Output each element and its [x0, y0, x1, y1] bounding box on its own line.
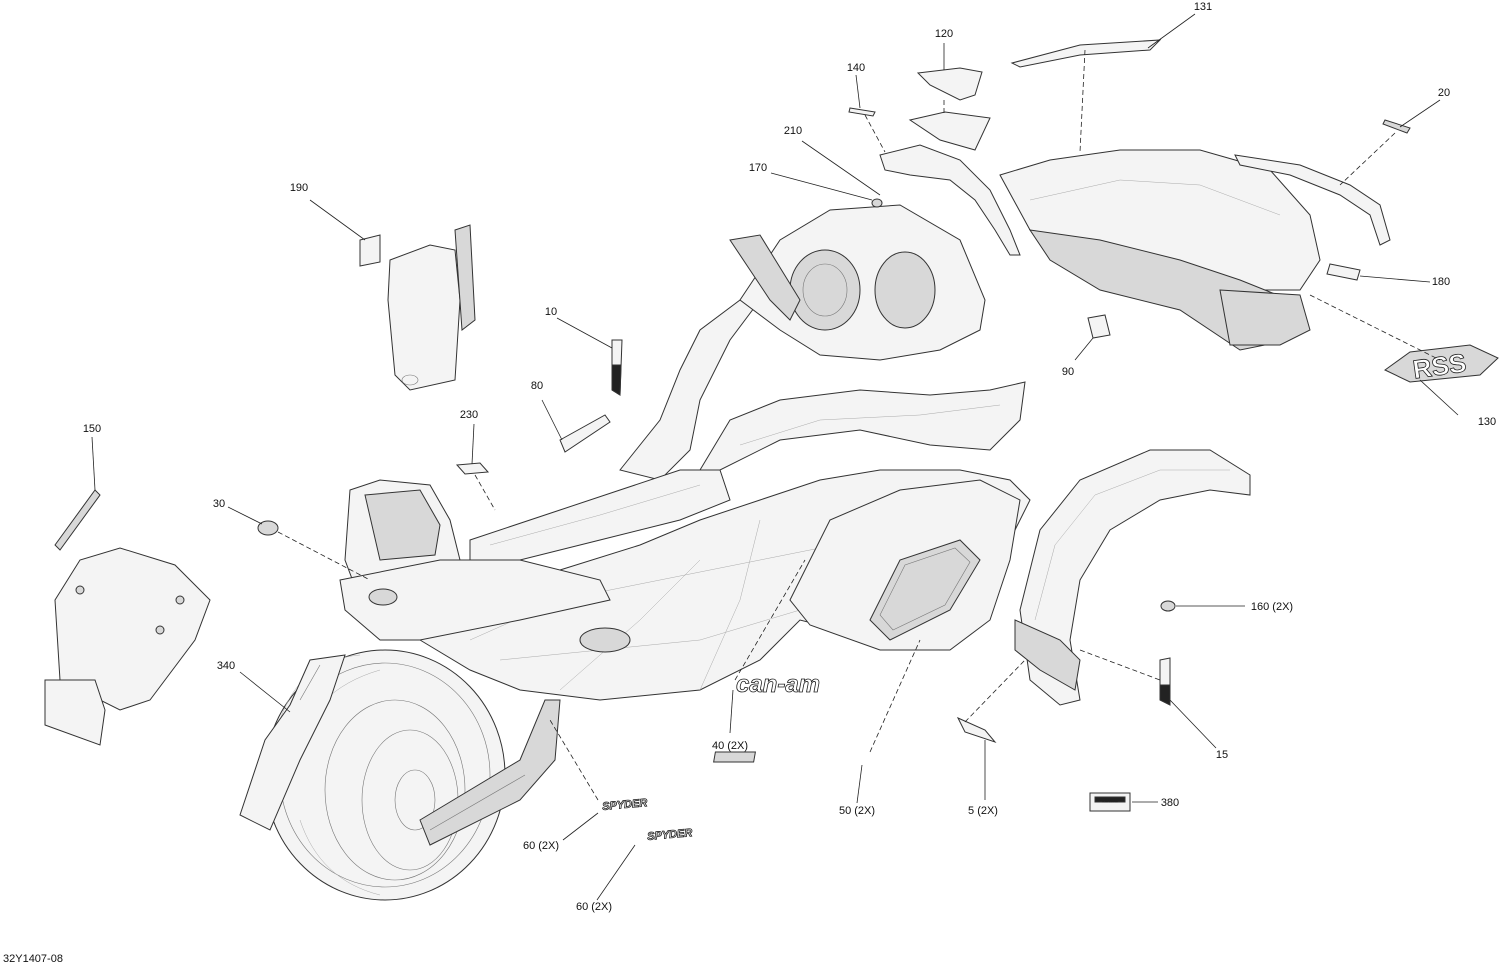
callout-160: 160 (2X) — [1251, 601, 1293, 613]
callout-40: 40 (2X) — [712, 740, 748, 752]
swing-arm — [419, 699, 561, 846]
decal-140 — [848, 107, 876, 117]
decal-130-rss: RSS — [1384, 344, 1499, 385]
decal-50 — [713, 751, 756, 763]
front-fender — [1014, 449, 1251, 706]
strip-150 — [54, 489, 101, 551]
side-panel — [789, 479, 1021, 651]
callout-150: 150 — [83, 423, 101, 435]
drawing-reference: 32Y1407-08 — [3, 953, 63, 965]
decal-80 — [559, 414, 611, 453]
decal-180 — [1326, 263, 1361, 281]
callout-90: 90 — [1062, 366, 1074, 378]
rear-mudguard — [239, 654, 346, 831]
callout-340: 340 — [217, 660, 235, 672]
decal-60a-text: SPYDER — [602, 797, 648, 813]
decal-380-text: NOTICE — [1102, 798, 1117, 803]
callout-60-b: 60 (2X) — [576, 901, 612, 913]
decal-170 — [871, 198, 883, 208]
callout-5: 5 (2X) — [968, 805, 998, 817]
callout-60-a: 60 (2X) — [523, 840, 559, 852]
decal-230 — [455, 462, 490, 475]
decal-15 — [1159, 657, 1171, 706]
callout-15: 15 — [1216, 749, 1228, 761]
decal-90 — [1087, 314, 1111, 339]
callout-131: 131 — [1194, 1, 1212, 13]
callout-230: 230 — [460, 409, 478, 421]
decal-10 — [611, 339, 623, 396]
decal-30 — [257, 520, 279, 536]
callout-120: 120 — [935, 28, 953, 40]
callout-50: 50 (2X) — [839, 805, 875, 817]
decal-20 — [1382, 119, 1411, 134]
decal-160 — [1160, 600, 1176, 612]
front-hood — [999, 149, 1321, 351]
callout-380: 380 — [1161, 797, 1179, 809]
callout-20: 20 — [1438, 87, 1450, 99]
license-plate-holder — [44, 547, 211, 746]
deflector-210 — [879, 144, 1021, 256]
electrical-box — [387, 224, 476, 391]
callout-190: 190 — [290, 182, 308, 194]
callout-180: 180 — [1432, 276, 1450, 288]
decal-380: NOTICE — [1089, 792, 1131, 812]
callout-30: 30 — [213, 498, 225, 510]
deflector-120 — [908, 67, 991, 151]
upper-fairing — [699, 381, 1026, 471]
decal-60b-text: SPYDER — [647, 827, 693, 843]
leader-lines — [91, 13, 1459, 901]
decal-60-spyder-a: SPYDER — [601, 797, 648, 814]
decal-5 — [956, 716, 997, 744]
dashboard — [729, 204, 986, 361]
decal-190 — [359, 234, 381, 267]
decal-40-canam: can-am — [736, 671, 821, 699]
windshield-strip — [1010, 39, 1162, 68]
callout-210: 210 — [784, 125, 802, 137]
decal-40-text: can-am — [736, 671, 820, 698]
decal-60-spyder-b: SPYDER — [646, 827, 693, 844]
callout-170: 170 — [749, 162, 767, 174]
side-trim-20 — [1234, 154, 1391, 246]
callout-130: 130 — [1478, 416, 1496, 428]
callout-140: 140 — [847, 62, 865, 74]
callout-80: 80 — [531, 380, 543, 392]
tail-section — [339, 479, 611, 641]
decal-130-text: RSS — [1411, 347, 1468, 384]
callout-10: 10 — [545, 306, 557, 318]
